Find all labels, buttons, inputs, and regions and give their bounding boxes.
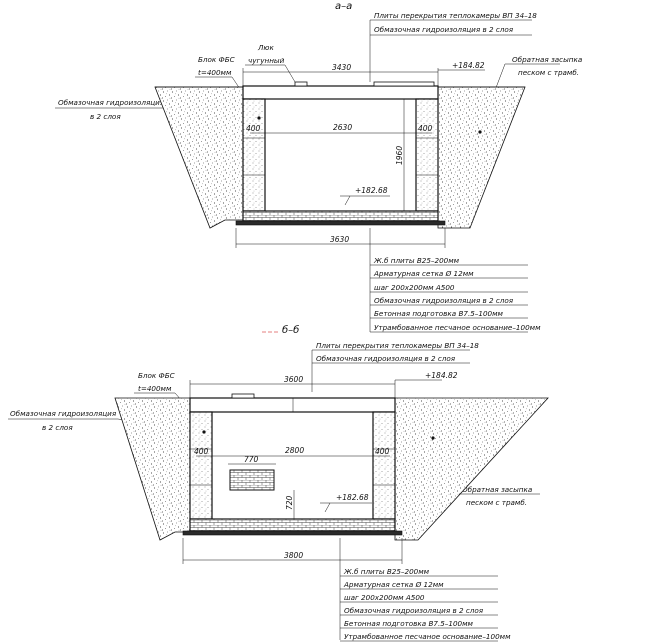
dim-bottom-bb: 3800 [284,551,303,560]
elev-top: +184.82 [452,61,485,70]
base-layer-3-bb: шаг 200х200мм А500 [344,593,425,602]
base-layer-2: Арматурная сетка Ø 12мм [373,269,474,278]
roof-label-bb: Плиты перекрытия теплокамеры ВП 34–18 [316,341,479,350]
hatch-bb [231,393,255,399]
block-thickness-label: t=400мм [198,68,232,77]
soil-right-bb [394,397,549,541]
floor-slab-bb [189,518,396,532]
roof-label-leader [369,19,532,82]
wall-left-bb [189,411,213,520]
dim-wall-right: 400 [418,124,433,133]
side-waterproof-layers-label: в 2 слоя [90,112,121,121]
soil-left-bb [114,397,191,541]
dim-top-line [242,68,439,86]
roof-waterproof-label: Обмазочная гидроизоляция в 2 слоя [374,25,514,34]
soil-left [154,86,244,229]
dim-inner: 2630 [333,123,352,132]
block-label-bb: Блок ФБС [138,371,175,380]
base-layer-1: Ж.б плиты В25–200мм [373,256,460,265]
side-waterproof-label-bb: Обмазочная гидроизоляция [10,409,117,418]
dim-pipe: 770 [244,455,259,464]
section-aa: а–а Плиты перекрытия теплокамеры ВП 34–1… [55,1,582,333]
roof-overlay [373,81,435,87]
block-joints [243,137,438,176]
base-layer-4-bb: Обмазочная гидроизоляция в 2 слоя [344,606,484,615]
ladder-bracket-bb [202,430,206,434]
hatch [294,81,308,87]
backfill-sand-label-bb: песком с трамб. [466,498,527,507]
dim-inner-bb: 2800 [285,446,304,455]
base-layer-5: Бетонная подготовка В7.5–100мм [374,309,504,318]
hatch-label: Люк [257,43,274,52]
dim-wall-right-bb: 400 [375,447,390,456]
dim-top-line-bb [189,380,396,398]
wall-left [242,98,266,212]
base-preparation-bb [182,530,403,536]
elev-bottom-bb: +182.68 [336,493,369,502]
section-aa-title: а–а [335,1,352,12]
section-bb: б–б Плиты перекрытия теплокамеры ВП 34–1… [8,324,549,642]
dim-top: 3430 [332,63,351,72]
base-layer-1-bb: Ж.б плиты В25–200мм [343,567,430,576]
elev-bottom-line-bb [320,502,372,513]
dim-height: 1960 [395,146,404,165]
side-waterproof-label: Обмазочная гидроизоляция [58,98,165,107]
hatch-leader [245,64,296,83]
dim-bottom: 3630 [330,235,349,244]
roof-label-leader-bb [311,349,470,392]
wall-right [415,98,439,212]
roof-slab [242,85,439,100]
ladder-bracket [257,116,261,120]
dim-bottom-line [235,228,446,248]
wall-right-bb [372,411,396,520]
base-layer-6-bb: Утрамбованное песчаное основание–100мм [344,632,511,641]
section-bb-title: б–б [282,324,299,336]
hatch-type-label: чугунный [248,56,285,65]
base-preparation [235,220,446,226]
block-label: Блок ФБС [198,55,235,64]
backfill-label: Обратная засыпка [512,55,582,64]
soil-marker-bb [431,436,435,440]
side-waterproof-layers-label-bb: в 2 слоя [42,423,73,432]
floor-slab [242,210,439,222]
soil-right [437,86,526,229]
base-layers-table [369,228,528,333]
base-layer-6: Утрамбованное песчаное основание–100мм [374,323,541,332]
base-layer-3: шаг 200х200мм А500 [374,283,455,292]
base-layer-5-bb: Бетонная подготовка В7.5–100мм [344,619,474,628]
backfill-label-bb: Обратная засыпка [462,485,532,494]
dim-wall-left: 400 [246,124,261,133]
backfill-sand-label: песком с трамб. [518,68,579,77]
block-thickness-label-bb: t=400мм [138,384,172,393]
roof-waterproof-label-bb: Обмазочная гидроизоляция в 2 слоя [316,354,456,363]
base-layer-2-bb: Арматурная сетка Ø 12мм [343,580,444,589]
dim-bottom-line-bb [182,538,403,564]
pipe-unit [229,469,275,491]
soil-marker [478,130,482,134]
dim-pipe-h: 720 [285,495,294,510]
dim-wall-left-bb: 400 [194,447,209,456]
base-layer-4: Обмазочная гидроизоляция в 2 слоя [374,296,514,305]
block-joints-bb [190,448,395,486]
roof-label: Плиты перекрытия теплокамеры ВП 34–18 [374,11,537,20]
elev-bottom-line [340,195,390,206]
elev-bottom: +182.68 [355,186,388,195]
dim-top-bb: 3600 [284,375,303,384]
roof-slab-bb [189,397,396,413]
base-layers-table-bb [339,538,498,642]
elev-top-bb: +184.82 [425,371,458,380]
